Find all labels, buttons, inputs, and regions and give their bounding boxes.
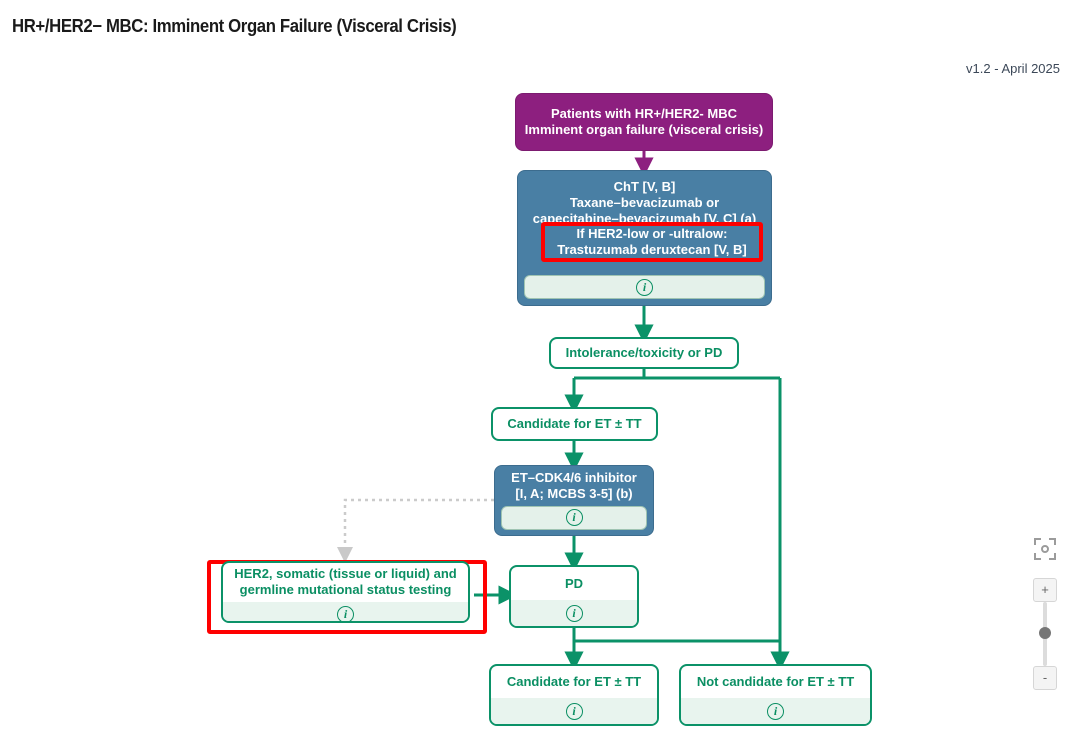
node-cht-line2: Taxane–bevacizumab or: [569, 194, 720, 210]
info-icon[interactable]: i: [565, 509, 583, 527]
annotation-her2-low-line1: If HER2-low or -ultralow:: [576, 225, 728, 241]
node-cht-line3: capecitabine–bevacizumab [V, C] (a): [532, 210, 757, 226]
info-icon[interactable]: i: [565, 702, 583, 720]
node-intolerance-toxicity-pd[interactable]: Intolerance/toxicity or PD: [549, 337, 739, 369]
node-start-line2: Imminent organ failure (visceral crisis): [524, 122, 764, 137]
fit-to-screen-icon[interactable]: [1034, 538, 1056, 560]
info-icon[interactable]: i: [636, 278, 653, 296]
annotation-her2-low-text: If HER2-low or -ultralow: Trastuzumab de…: [557, 226, 747, 259]
zoom-slider-handle[interactable]: [1039, 627, 1051, 639]
info-icon[interactable]: i: [337, 606, 354, 621]
version-label: v1.2 - April 2025: [966, 61, 1060, 76]
node-et-cdk46-text: ET–CDK4/6 inhibitor [I, A; MCBS 3-5] (b): [495, 466, 653, 506]
node-cht-line1: ChT [V, B]: [613, 179, 676, 194]
node-her2-testing-text: HER2, somatic (tissue or liquid) and ger…: [223, 563, 468, 602]
node-not-candidate-et-tt-info-bar[interactable]: i: [681, 698, 870, 724]
node-intolerance-label: Intolerance/toxicity or PD: [565, 345, 723, 361]
fit-corner-bottom-right: [1049, 553, 1056, 560]
info-icon[interactable]: i: [767, 702, 784, 720]
node-candidate-et-tt-1[interactable]: Candidate for ET ± TT: [491, 407, 658, 441]
fit-corner-top-right: [1049, 538, 1056, 545]
node-cht-info-bar[interactable]: i: [524, 275, 765, 299]
node-et-cdk46-inhibitor[interactable]: ET–CDK4/6 inhibitor [I, A; MCBS 3-5] (b)…: [494, 465, 654, 536]
node-candidate-et-tt-2-label: Candidate for ET ± TT: [506, 674, 642, 690]
annotation-her2-low-highlight[interactable]: If HER2-low or -ultralow: Trastuzumab de…: [541, 222, 763, 262]
node-her2-testing-line2: germline mutational status testing: [239, 581, 452, 597]
node-start-line1: Patients with HR+/HER2- MBC: [550, 106, 737, 122]
fit-corner-bottom-left: [1034, 553, 1041, 560]
info-icon[interactable]: i: [565, 604, 583, 622]
node-her2-testing-line1: HER2, somatic (tissue or liquid) and: [234, 566, 457, 581]
node-et-cdk46-line2: [I, A; MCBS 3-5] (b): [515, 485, 633, 501]
fit-corner-top-left: [1034, 538, 1041, 545]
zoom-out-button[interactable]: -: [1033, 666, 1057, 690]
node-pd-label: PD: [564, 575, 584, 591]
annotation-her2-low-line2: Trastuzumab deruxtecan [V, B]: [557, 242, 747, 257]
node-start-text: Patients with HR+/HER2- MBC Imminent org…: [516, 94, 772, 150]
node-her2-testing-info-bar[interactable]: i: [223, 601, 468, 621]
page-title: HR+/HER2− MBC: Imminent Organ Failure (V…: [12, 16, 457, 36]
zoom-controls[interactable]: + -: [1032, 538, 1058, 690]
node-not-candidate-et-tt-label: Not candidate for ET ± TT: [696, 674, 855, 690]
node-not-candidate-et-tt[interactable]: Not candidate for ET ± TT i: [679, 664, 872, 726]
fit-center-dot: [1041, 545, 1049, 553]
zoom-in-button[interactable]: +: [1033, 578, 1057, 602]
node-et-cdk46-info-bar[interactable]: i: [501, 505, 647, 530]
node-candidate-et-tt-1-label: Candidate for ET ± TT: [507, 416, 642, 432]
node-pd-info-bar[interactable]: i: [511, 600, 637, 626]
node-cht-text: ChT [V, B] Taxane–bevacizumab or capecit…: [518, 171, 771, 275]
node-candidate-et-tt-2[interactable]: Candidate for ET ± TT i: [489, 664, 659, 726]
node-her2-mutational-testing[interactable]: HER2, somatic (tissue or liquid) and ger…: [221, 561, 470, 623]
node-start-patients[interactable]: Patients with HR+/HER2- MBC Imminent org…: [515, 93, 773, 151]
node-pd[interactable]: PD i: [509, 565, 639, 628]
zoom-slider-track[interactable]: [1039, 602, 1051, 666]
node-candidate-et-tt-2-info-bar[interactable]: i: [491, 698, 657, 724]
node-et-cdk46-line1: ET–CDK4/6 inhibitor: [511, 470, 637, 485]
